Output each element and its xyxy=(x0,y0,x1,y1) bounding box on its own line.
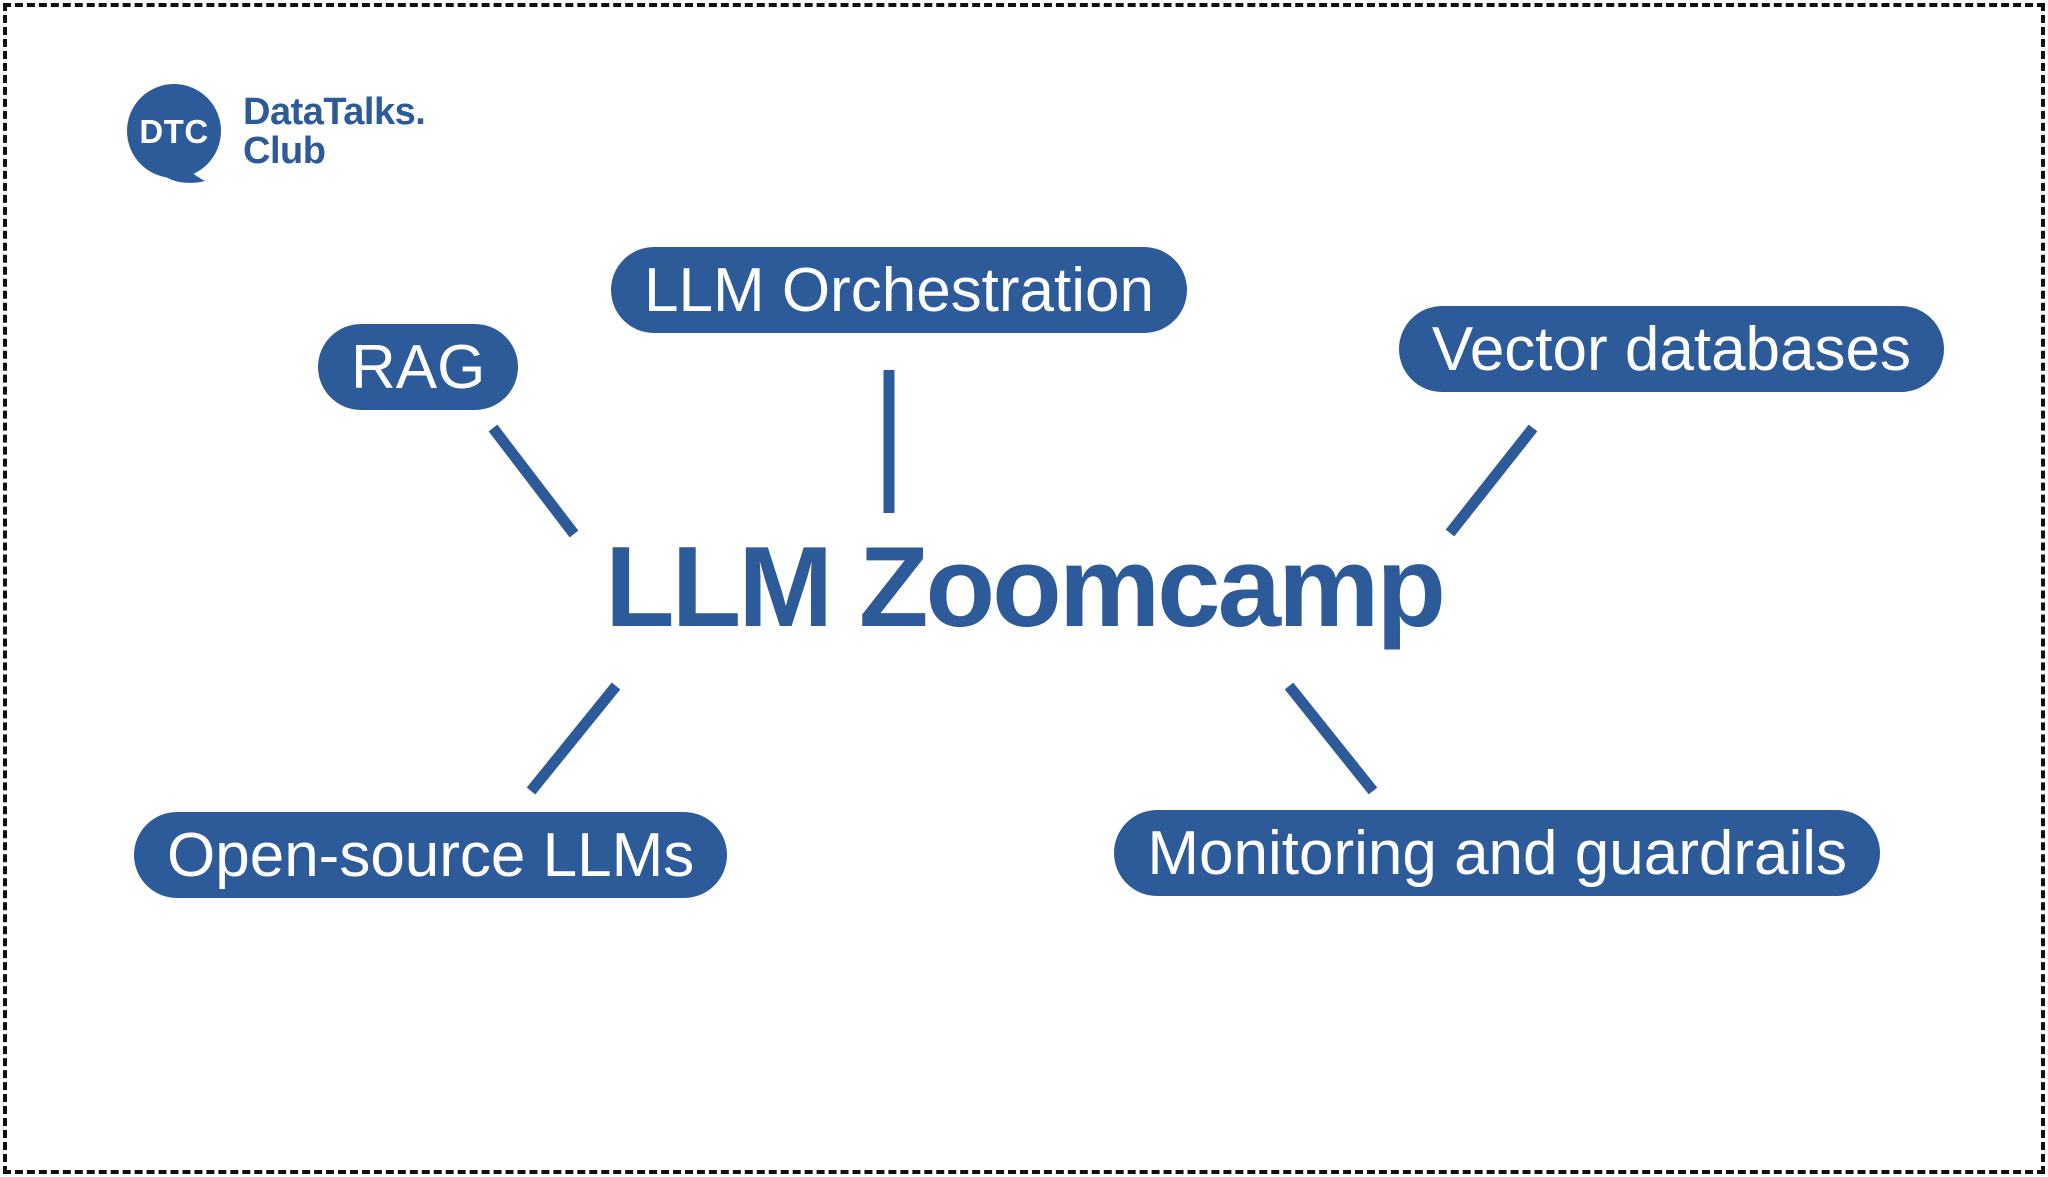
topic-label: RAG xyxy=(351,332,486,402)
topic-label: Monitoring and guardrails xyxy=(1147,818,1847,888)
datatalks-club-logo: DTC DataTalks. Club xyxy=(126,84,426,190)
topic-label: Vector databases xyxy=(1431,314,1911,384)
logo-wordmark: DataTalks. Club xyxy=(243,91,426,172)
connector-rag-to-title xyxy=(488,424,579,538)
connector-title-to-open-source xyxy=(526,682,621,795)
topic-label: LLM Orchestration xyxy=(644,255,1154,325)
connector-title-to-monitoring xyxy=(1284,682,1378,795)
dtc-bubble-text: DTC xyxy=(139,113,208,150)
logo-wordmark-line2: Club xyxy=(243,130,326,172)
dtc-speech-bubble-icon: DTC xyxy=(127,84,221,183)
logo-wordmark-line1: DataTalks. xyxy=(243,91,426,133)
topic-pill-rag: RAG xyxy=(318,324,519,410)
connector-vector-databases-to-title xyxy=(1445,424,1538,537)
topic-pill-open-source-llms: Open-source LLMs xyxy=(134,812,728,898)
topic-label: Open-source LLMs xyxy=(167,820,695,890)
topic-pill-monitoring-and-guardrails: Monitoring and guardrails xyxy=(1114,810,1880,896)
topic-pill-llm-orchestration: LLM Orchestration xyxy=(611,247,1187,333)
topic-pill-vector-databases: Vector databases xyxy=(1398,306,1944,392)
diagram-title: LLM Zoomcamp xyxy=(605,524,1446,651)
